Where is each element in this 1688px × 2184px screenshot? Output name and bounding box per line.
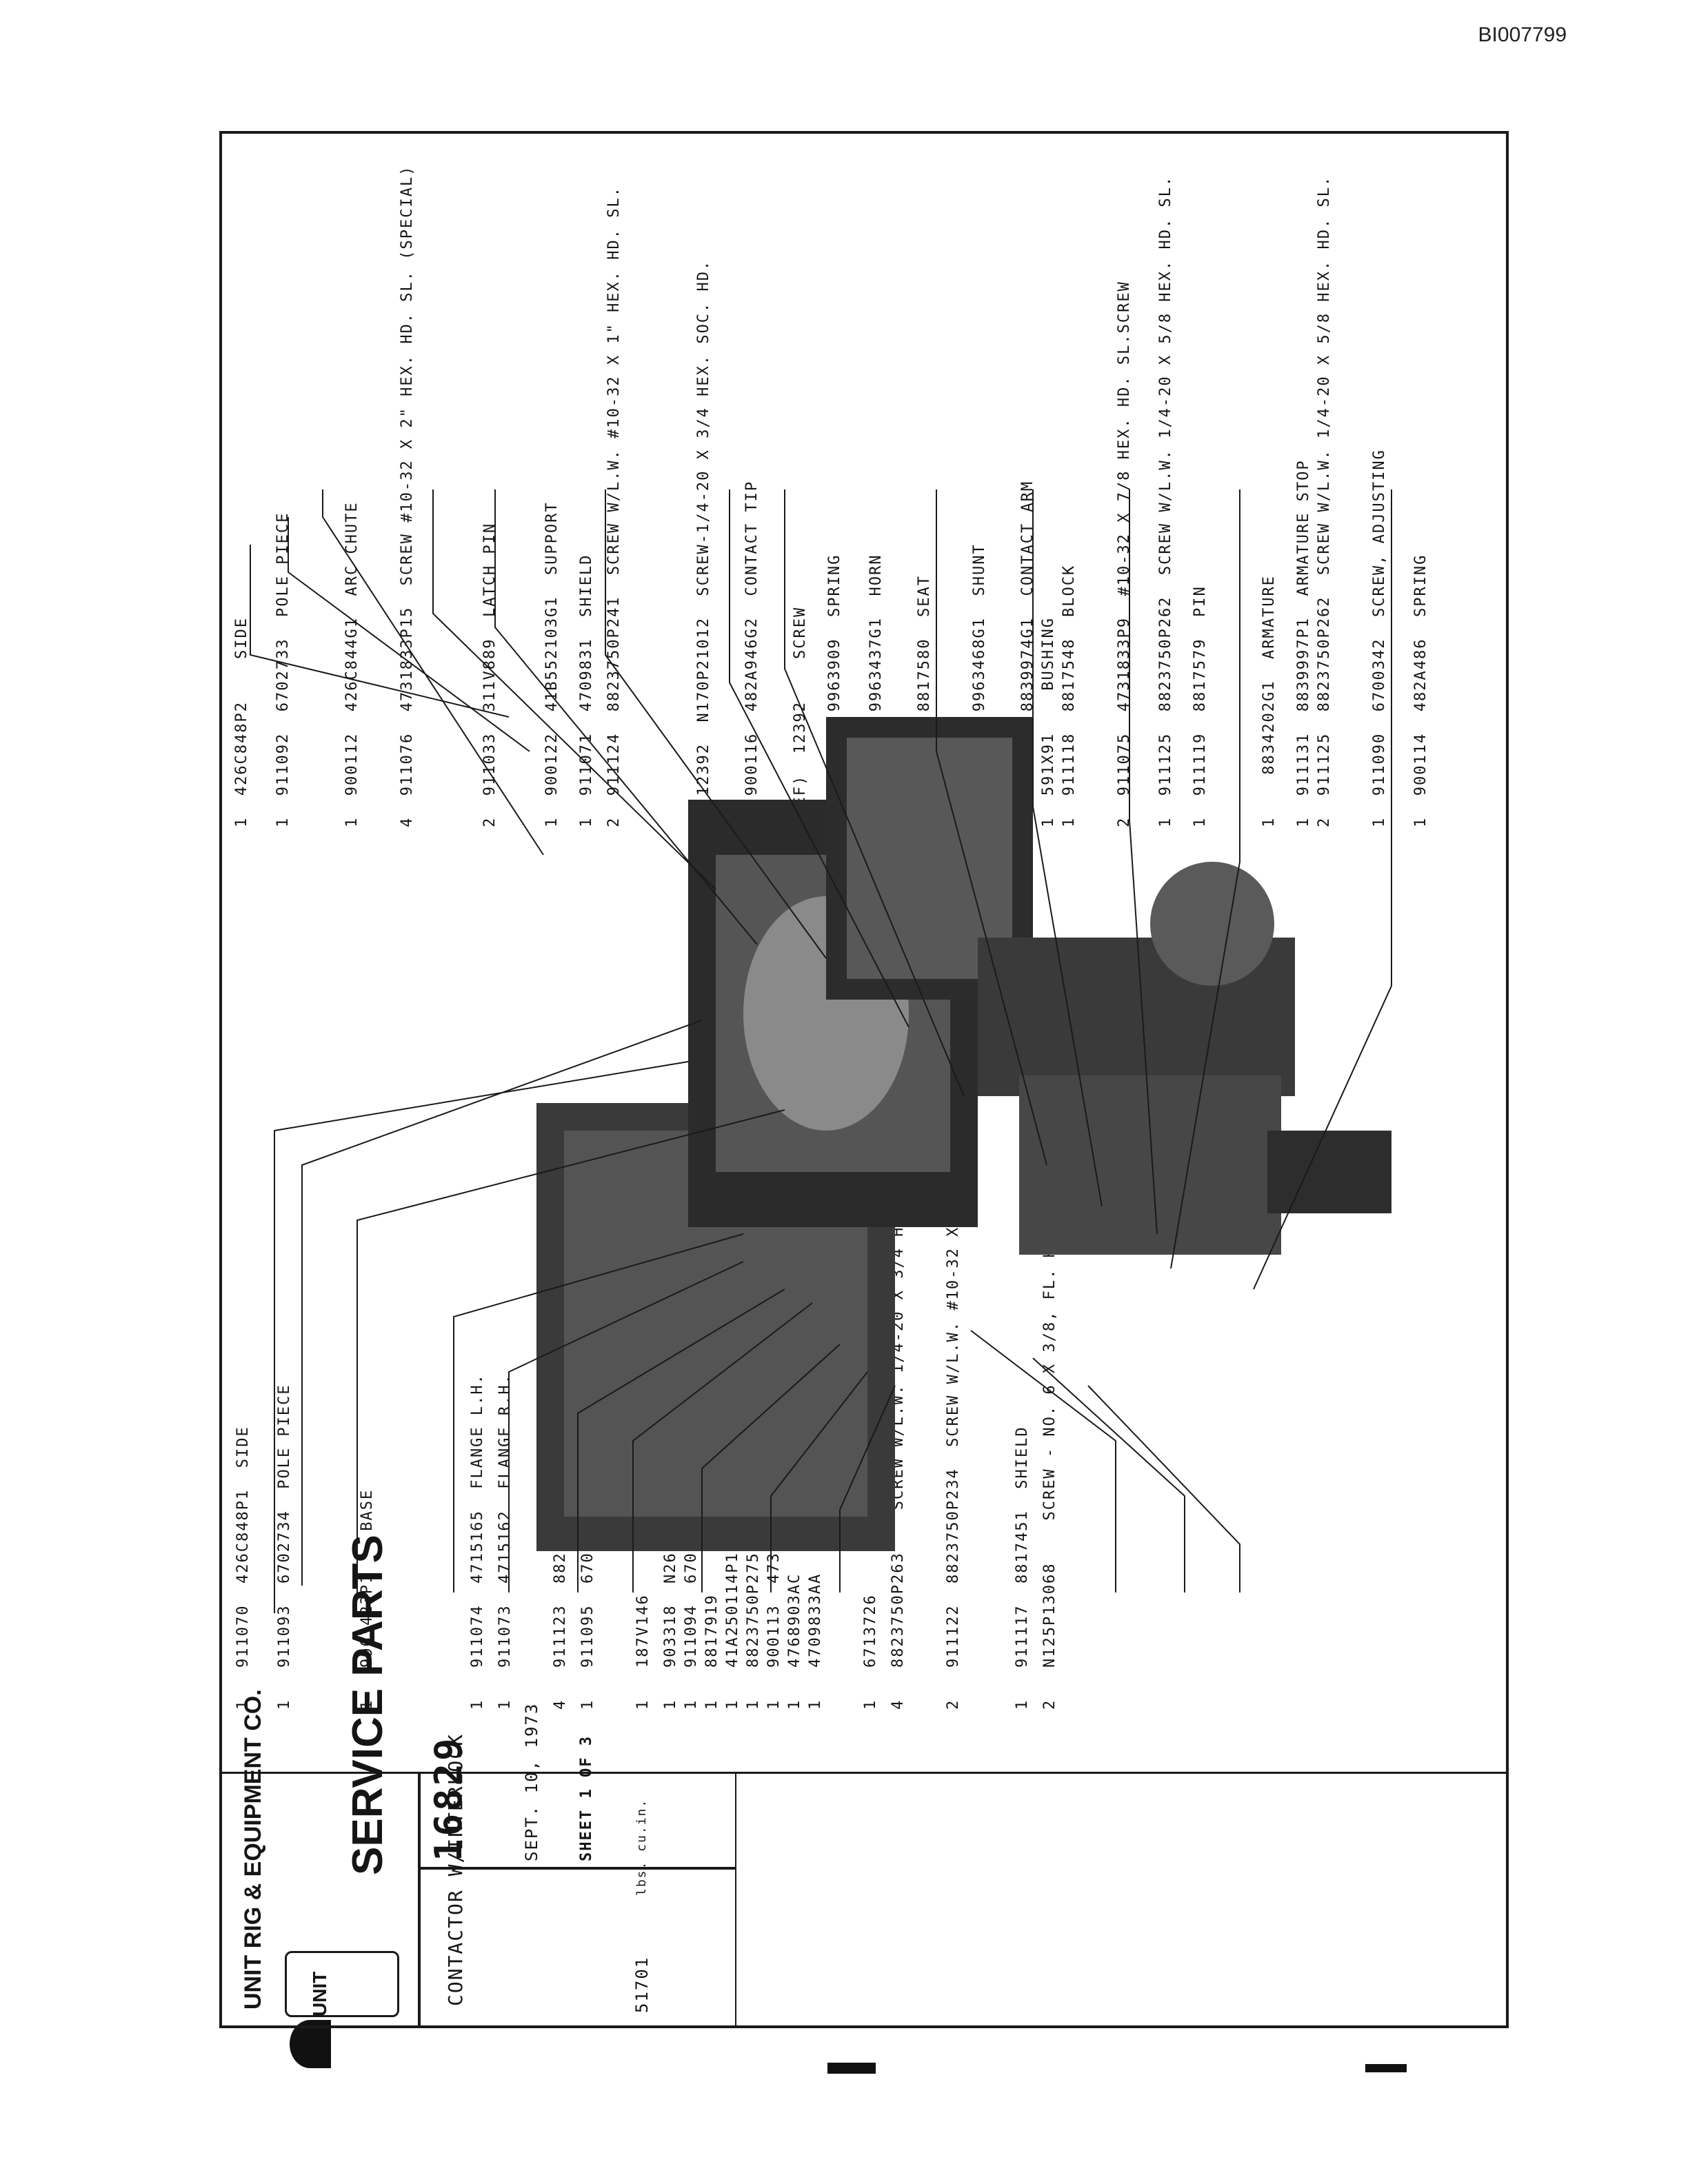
- drawing-sheet: UNIT RIG & EQUIPMENT CO. UNIT SERVICE PA…: [219, 131, 1509, 2028]
- leader-lines: [250, 489, 1392, 1613]
- field-marks: lbs. cu.in.: [634, 1798, 649, 1896]
- logo-icon: [285, 1951, 399, 2017]
- company-cell: [219, 1772, 419, 2028]
- number-cell: [419, 1772, 736, 1868]
- spring-mount: [1267, 1131, 1391, 1213]
- scan-mark-center: [827, 2063, 876, 2074]
- document-id: BI007799: [1478, 23, 1567, 46]
- shunt-coil: [1150, 862, 1274, 986]
- drawing-description: CONTACTOR W/INTERLOCK: [444, 1732, 467, 2006]
- contactor-illustration: [536, 717, 1391, 1551]
- scan-mark-right: [1365, 2064, 1407, 2072]
- ref-number: 51701: [632, 1956, 652, 2013]
- armature: [1019, 1075, 1281, 1255]
- ref-cell: [419, 1868, 736, 2028]
